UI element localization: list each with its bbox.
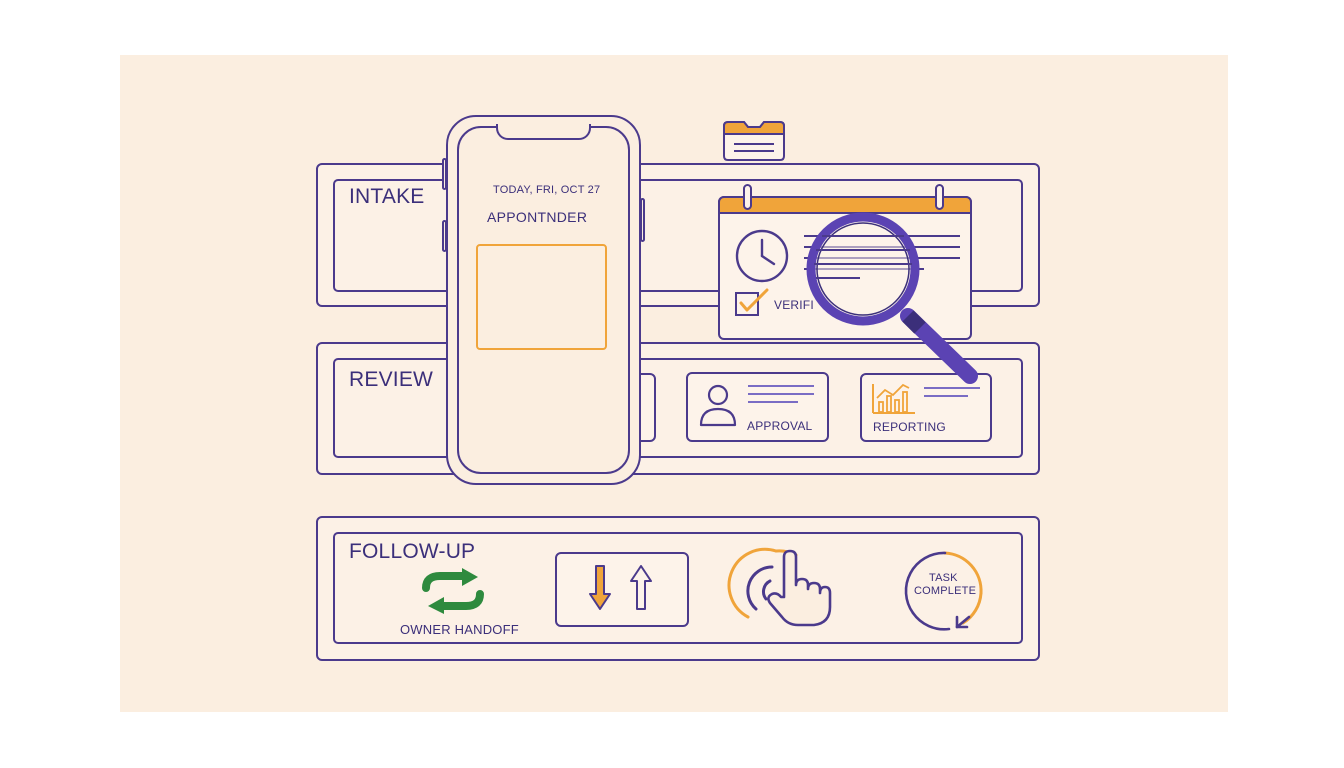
- tap-hand-icon: [727, 547, 832, 627]
- phone-side-button-right: [640, 198, 645, 242]
- phone-content-box[interactable]: [476, 244, 607, 350]
- reporting-text-lines: [924, 387, 980, 397]
- task-complete-ring-icon: [904, 551, 983, 631]
- verify-label: VERIFI: [774, 298, 814, 312]
- phone-notch: [496, 124, 591, 140]
- phone-date: TODAY, FRI, OCT 27: [493, 184, 601, 196]
- verify-checkbox-icon: [735, 288, 769, 316]
- arrow-up-icon: [630, 565, 652, 610]
- task-label-line2: COMPLETE: [914, 585, 977, 597]
- handoff-arrows-icon: [422, 568, 484, 614]
- lane-title-review: REVIEW: [349, 368, 434, 391]
- magnifier-icon: [806, 212, 978, 384]
- reporting-card[interactable]: [860, 373, 992, 442]
- task-label-line1: TASK: [929, 572, 958, 584]
- approval-label: APPROVAL: [747, 419, 813, 433]
- phone-screen: [457, 126, 630, 474]
- user-icon: [699, 384, 737, 427]
- sort-card[interactable]: [555, 552, 689, 627]
- arrow-down-icon: [589, 565, 611, 610]
- calendar-card-header: [718, 196, 972, 214]
- bar-chart-icon: [872, 383, 915, 414]
- phone-side-button-left-2: [442, 220, 447, 252]
- phone-side-button-left-1: [442, 158, 447, 190]
- reporting-label: REPORTING: [873, 420, 946, 434]
- phone-heading: APPONTNDER: [487, 209, 588, 225]
- lane-title-intake: INTAKE: [349, 185, 425, 208]
- handoff-label: OWNER HANDOFF: [400, 622, 519, 637]
- clock-icon: [735, 229, 789, 283]
- calendar-tab-icon: [723, 121, 785, 161]
- approval-text-lines: [748, 385, 814, 403]
- approval-card[interactable]: [686, 372, 829, 442]
- calendar-rings-icon: [743, 184, 944, 210]
- lane-title-followup: FOLLOW-UP: [349, 540, 476, 563]
